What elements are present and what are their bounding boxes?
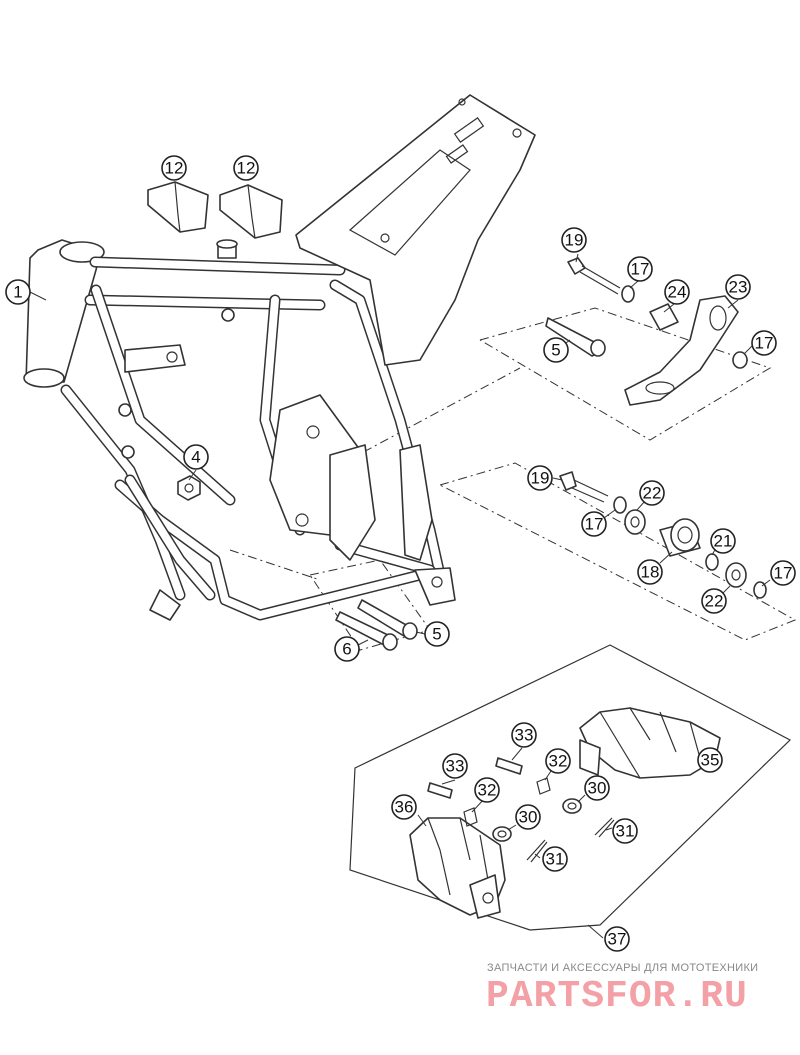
svg-text:30: 30 [519,808,538,827]
callout-32a: 32 [545,748,571,774]
callout-5a: 5 [543,337,569,363]
footrest-kit [349,644,792,931]
frame-assembly [23,94,536,621]
svg-text:6: 6 [342,640,351,659]
nut-part [177,475,201,501]
brake-pedal-parts [621,285,748,406]
svg-text:17: 17 [631,260,650,279]
callout-17b: 17 [751,330,777,356]
svg-text:32: 32 [478,781,497,800]
callout-19a: 19 [561,227,587,253]
svg-text:31: 31 [616,822,635,841]
svg-text:33: 33 [515,726,534,745]
svg-text:30: 30 [588,779,607,798]
callout-33b: 33 [442,753,468,779]
svg-text:22: 22 [643,484,662,503]
bolts [335,257,621,651]
watermark-caption: ЗАПЧАСТИ И АКСЕССУАРЫ ДЛЯ МОТОТЕХНИКИ [487,962,759,974]
callout-33a: 33 [511,722,537,748]
callout-35: 35 [697,747,723,773]
pivot-parts [613,496,767,599]
svg-text:31: 31 [546,850,565,869]
callout-36: 36 [391,794,417,820]
svg-text:32: 32 [549,752,568,771]
callout-37: 37 [604,926,630,952]
svg-text:12: 12 [165,159,184,178]
callout-30b: 30 [515,804,541,830]
svg-text:21: 21 [714,532,733,551]
svg-text:23: 23 [729,278,748,297]
callout-23: 23 [725,274,751,300]
rubber-block-parts [147,181,283,239]
callout-30a: 30 [584,775,610,801]
svg-text:19: 19 [565,231,584,250]
svg-text:17: 17 [774,564,793,583]
svg-text:1: 1 [13,283,22,302]
leader-lines [29,253,771,939]
callout-19b: 19 [527,465,553,491]
svg-text:24: 24 [668,283,687,302]
callout-32b: 32 [474,777,500,803]
callout-17a: 17 [627,256,653,282]
callout-22b: 22 [701,588,727,614]
watermark-logo: PARTSFOR.RU [486,975,748,1018]
callout-12b: 12 [233,155,259,181]
svg-text:35: 35 [701,751,720,770]
callout-22a: 22 [639,480,665,506]
callout-31a: 31 [612,818,638,844]
callout-31b: 31 [542,846,568,872]
callout-24: 24 [664,279,690,305]
svg-text:5: 5 [432,625,441,644]
svg-text:37: 37 [608,930,627,949]
callout-18: 18 [637,559,663,585]
svg-text:33: 33 [446,757,465,776]
callout-12a: 12 [161,155,187,181]
callout-17c: 17 [581,511,607,537]
svg-text:12: 12 [237,159,256,178]
callout-1: 1 [5,279,31,305]
svg-text:36: 36 [395,798,414,817]
callout-17d: 17 [770,560,796,586]
callout-21: 21 [710,528,736,554]
svg-text:17: 17 [585,515,604,534]
svg-text:22: 22 [705,592,724,611]
svg-text:17: 17 [755,334,774,353]
callout-5b: 5 [424,621,450,647]
svg-text:4: 4 [191,448,200,467]
svg-text:18: 18 [641,563,660,582]
callout-6: 6 [334,636,360,662]
callout-4: 4 [183,444,209,470]
svg-text:5: 5 [551,341,560,360]
svg-text:19: 19 [531,469,550,488]
callout-group: 1 12 12 4 19 17 24 23 5 17 19 22 17 21 1… [5,155,796,952]
